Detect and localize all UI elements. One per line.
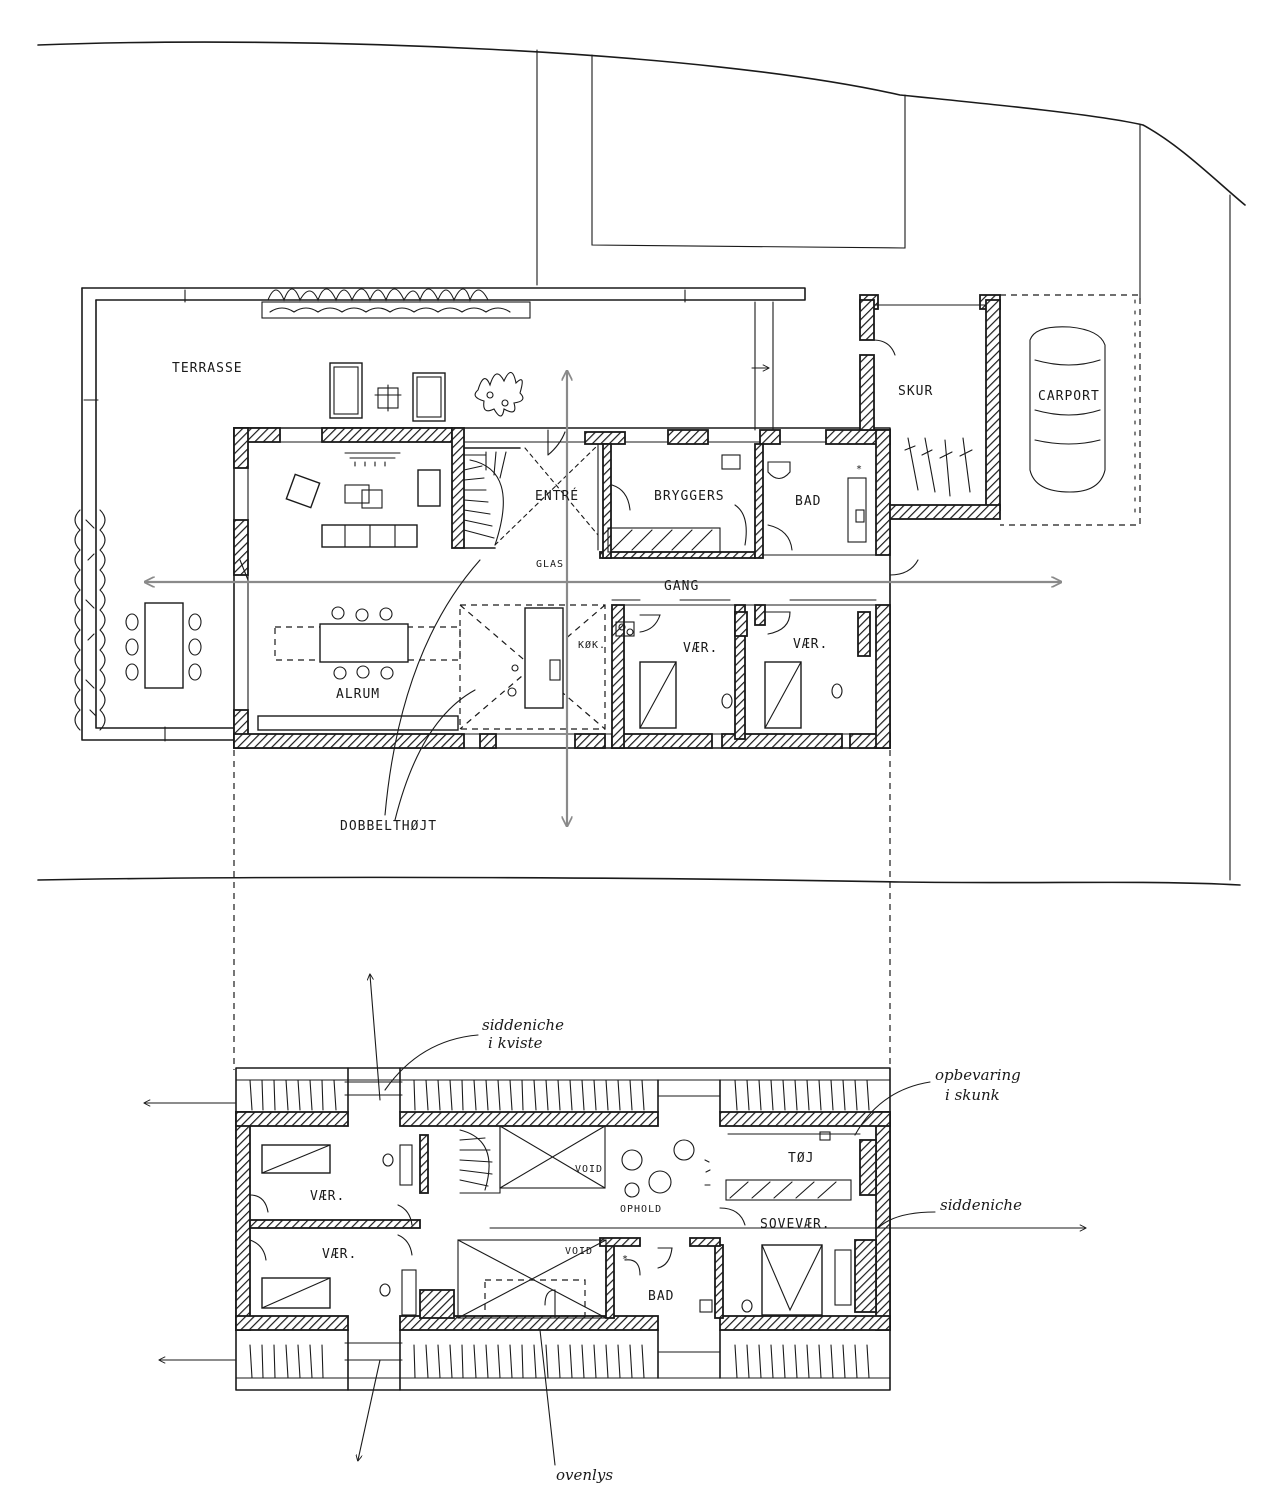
label-terrace: TERRASSE	[172, 361, 243, 376]
upper-stair-void	[427, 1125, 607, 1319]
hall-door	[239, 554, 919, 606]
upper-floor-walls	[235, 1067, 891, 1391]
ground-stair	[463, 447, 521, 549]
label-bath: BAD	[795, 494, 821, 509]
note-skylight: ovenlys	[556, 1466, 613, 1484]
label-shed: SKUR	[898, 384, 933, 399]
note-storage-2: i skunk	[945, 1086, 1000, 1104]
label-double-height: DOBBELTHØJT	[340, 819, 437, 834]
label-living: ALRUM	[336, 687, 380, 702]
site-plan	[37, 41, 1246, 886]
label-entrance: ENTRÉ	[535, 488, 579, 504]
svg-text:*: *	[622, 1254, 629, 1265]
upper-floor-labels: siddeniche i kviste opbevaring i skunk V…	[310, 1016, 1022, 1484]
label-bedroom: SOVEVÆR.	[760, 1217, 831, 1232]
terrace-fence	[81, 287, 806, 742]
label-bath-upper: BAD	[648, 1289, 674, 1304]
upper-arrows	[145, 975, 1085, 1460]
upper-leaders	[384, 1034, 936, 1466]
label-utility: BRYGGERS	[654, 489, 725, 504]
note-seat-niche-dormer: siddeniche	[482, 1016, 564, 1034]
label-laundry: TØJ	[788, 1151, 814, 1166]
label-room-1: VÆR.	[683, 641, 718, 656]
terrace-dining	[125, 602, 202, 689]
label-hall: GANG	[664, 579, 699, 594]
label-kitchen: KØK.	[578, 639, 606, 651]
note-storage: opbevaring	[935, 1066, 1021, 1084]
note-seat-niche: siddeniche	[940, 1196, 1022, 1214]
utility-counter	[607, 454, 747, 553]
ground-bath-fixtures: *	[767, 461, 867, 551]
axis-arrows	[146, 372, 1060, 825]
label-room-upper-1: VÆR.	[310, 1189, 345, 1204]
terrace-furniture	[329, 362, 524, 422]
living-furniture	[285, 452, 441, 548]
pergola	[751, 301, 774, 431]
upper-furniture: *	[249, 1131, 861, 1316]
label-room-2: VÆR.	[793, 637, 828, 652]
ground-floor-labels: TERRASSE ENTRÉ BRYGGERS BAD SKUR CARPORT…	[172, 361, 1100, 834]
label-glass: GLAS	[536, 559, 564, 570]
shed-carport	[859, 294, 1141, 526]
ground-bedrooms	[639, 611, 871, 729]
label-void-2: VOID	[565, 1246, 593, 1257]
label-lounge: OPHOLD	[620, 1204, 662, 1215]
label-void-1: VOID	[575, 1164, 603, 1175]
svg-text:*: *	[856, 464, 863, 475]
planter-top	[261, 288, 531, 319]
projection-lines	[233, 750, 891, 1070]
note-seat-niche-dormer-2: i kviste	[488, 1034, 543, 1052]
label-room-upper-2: VÆR.	[322, 1247, 357, 1262]
double-height-leaders	[384, 559, 481, 821]
label-carport: CARPORT	[1038, 389, 1100, 404]
dining-kitchen	[257, 604, 661, 731]
planter-left	[74, 509, 106, 731]
